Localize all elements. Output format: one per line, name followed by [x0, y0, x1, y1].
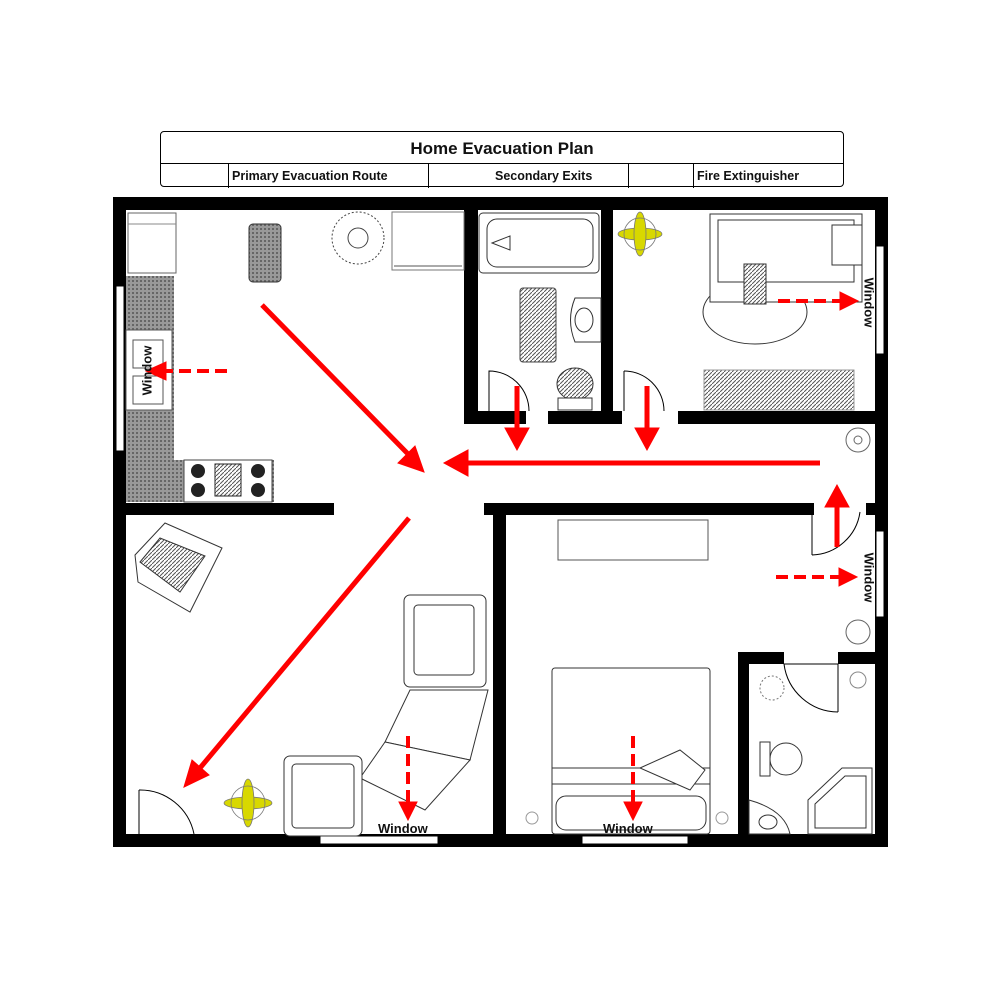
interior-walls: [126, 210, 878, 836]
shower-icon: [807, 767, 873, 835]
plant-icon: [331, 211, 385, 265]
drain-icon: [845, 619, 871, 645]
plant-icon: [617, 211, 663, 257]
door-bath-2: [783, 663, 839, 713]
legend: Home Evacuation Plan Primary Evacuation …: [160, 131, 844, 188]
door-living-exit: [138, 789, 195, 835]
drain-icon: [849, 671, 867, 689]
plant-icon: [845, 427, 871, 453]
bath-mat: [519, 287, 557, 363]
door-hall-exit: [811, 511, 861, 556]
primary-route-arrows: [183, 303, 850, 788]
sink-icon: [748, 799, 791, 835]
window-label-kitchen: Window: [139, 345, 155, 396]
legend-primary-label: Primary Evacuation Route: [228, 164, 428, 188]
bathtub-icon: [478, 212, 600, 274]
toilet-icon: [556, 367, 594, 411]
secondary-exit-arrows: [144, 291, 860, 822]
sofa-icon: [283, 594, 489, 837]
window-label-living: Window: [378, 821, 428, 836]
legend-secondary-label: Secondary Exits: [428, 164, 628, 188]
plant-icon: [759, 675, 785, 701]
stove-icon: [183, 459, 273, 503]
desk: [557, 519, 709, 561]
lamp-icon: [715, 811, 729, 825]
legend-row: Primary Evacuation Route Secondary Exits…: [161, 163, 843, 188]
dresser: [703, 369, 855, 411]
legend-extinguisher-label: Fire Extinguisher: [693, 164, 843, 188]
window-label-bedroom-bottom: Window: [603, 821, 653, 836]
toilet-icon: [759, 741, 803, 777]
window-label-bedroom-top: Window: [861, 277, 877, 328]
door-bedroom-top: [623, 370, 665, 412]
legend-divider: [628, 164, 693, 188]
sink-icon: [570, 297, 602, 343]
lamp-icon: [525, 811, 539, 825]
window-openings: [115, 245, 885, 845]
page-title: Home Evacuation Plan: [410, 139, 594, 158]
bed-icon-top: [702, 213, 863, 345]
plant-icon: [223, 778, 273, 828]
door-bath-1: [488, 370, 530, 412]
tv-icon: [134, 522, 223, 613]
kitchen-items: [248, 211, 465, 283]
window-label-bedroom-right: Window: [861, 552, 877, 603]
